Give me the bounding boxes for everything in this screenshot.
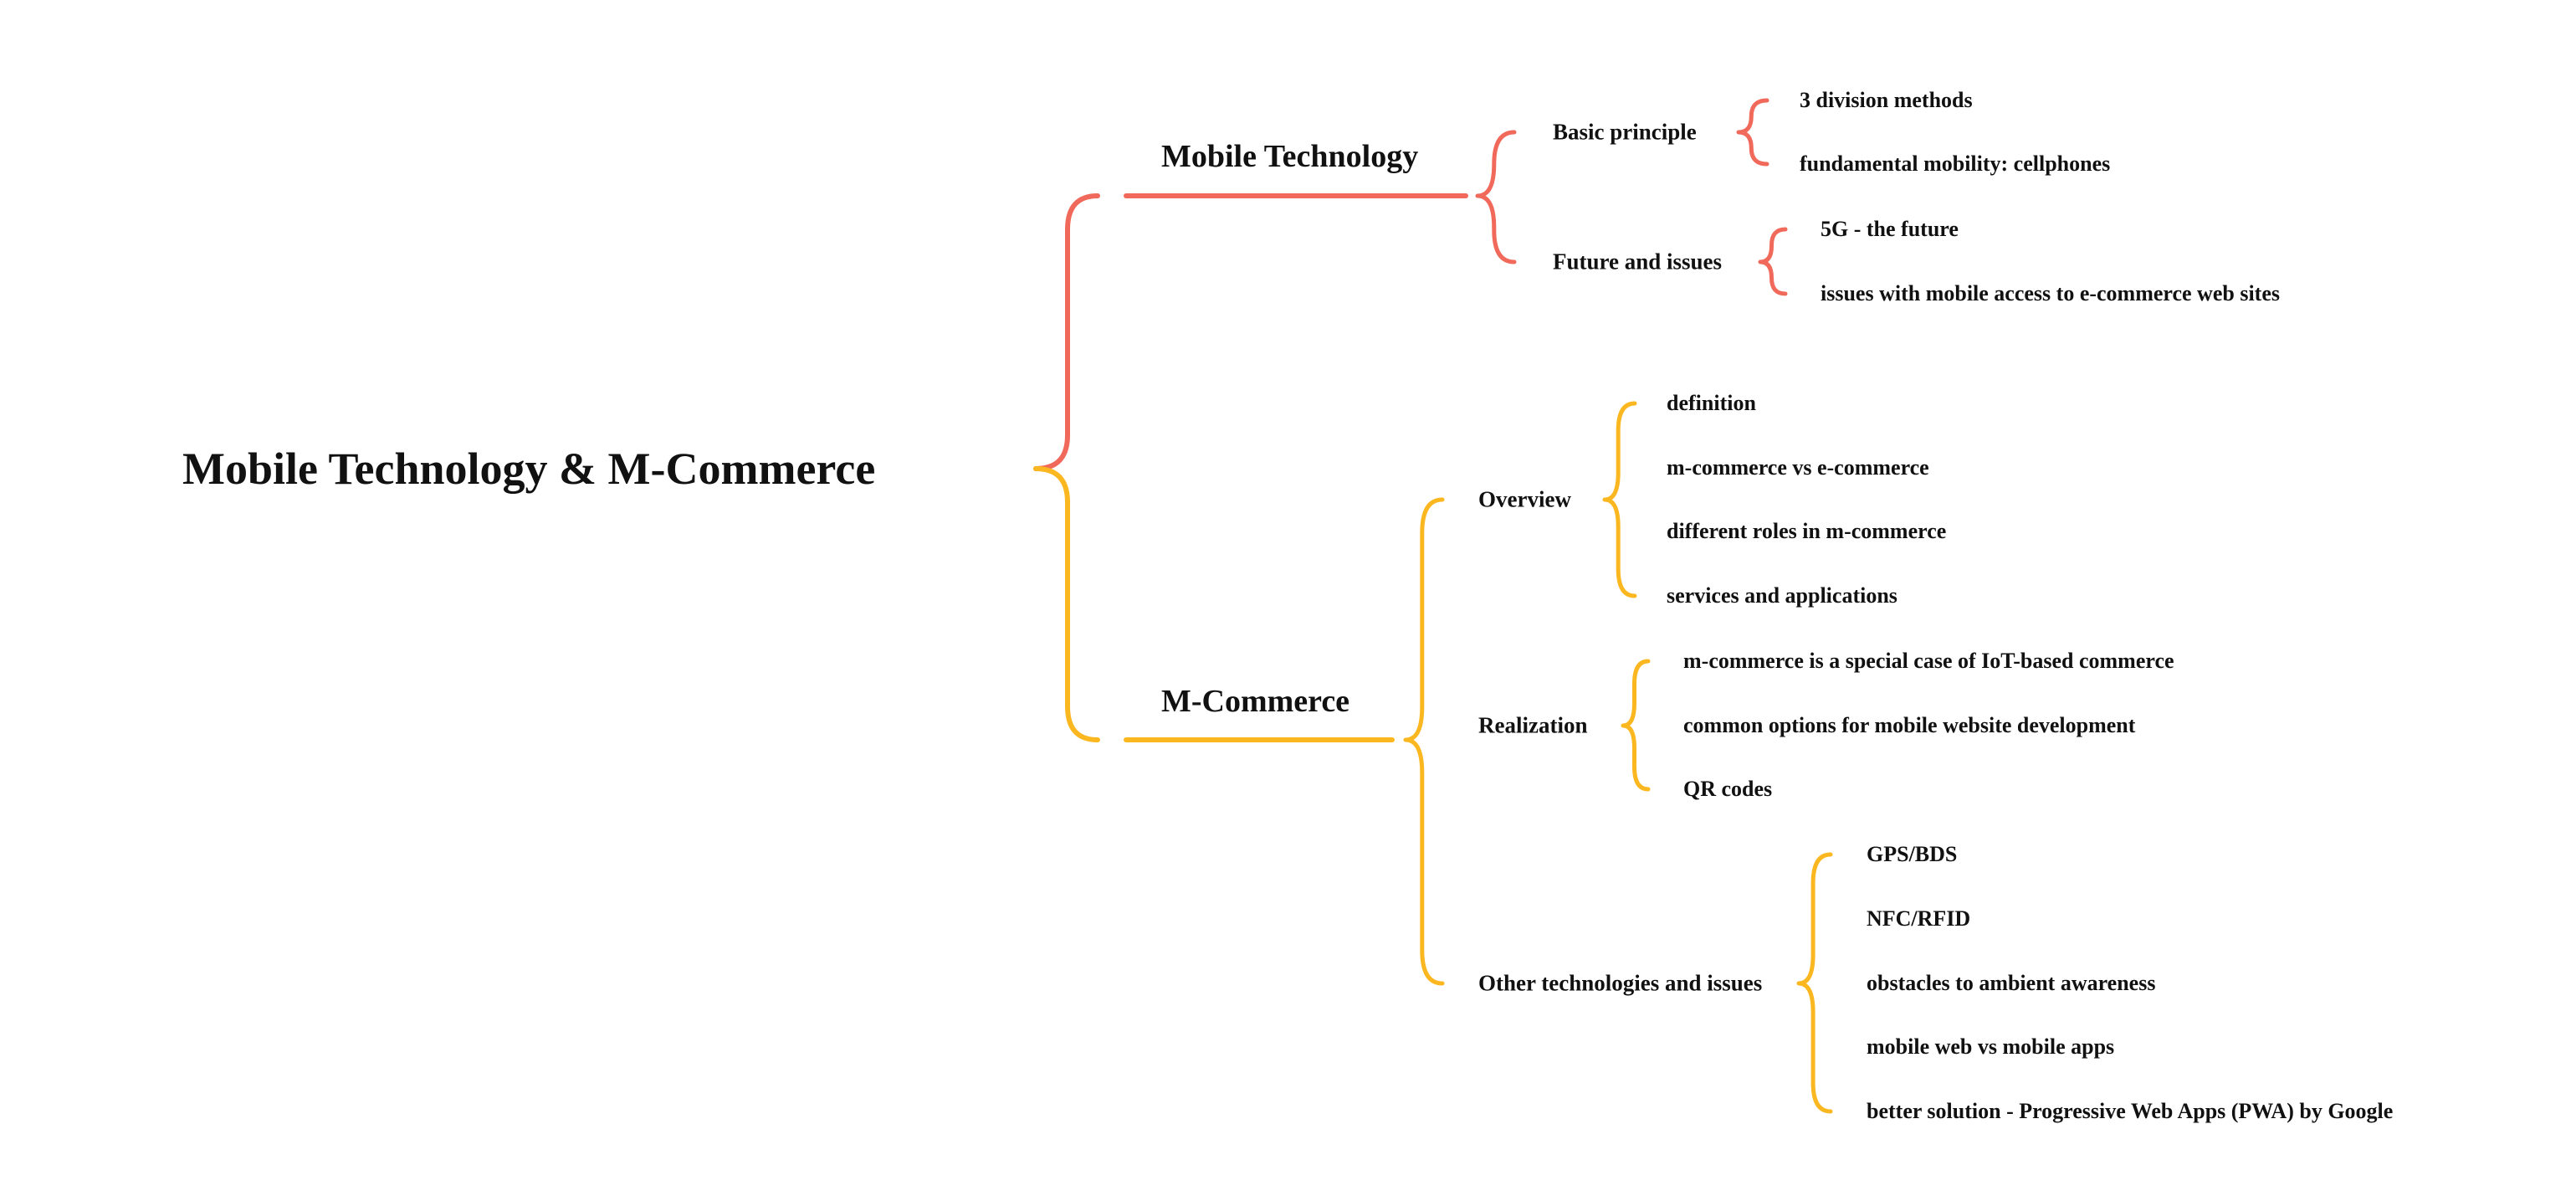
root-brace-lower	[1033, 466, 1100, 742]
leaf-definition[interactable]: definition	[1667, 391, 1756, 415]
leaf-mobile-website-development[interactable]: common options for mobile website develo…	[1683, 713, 2136, 737]
leaf-qr-codes[interactable]: QR codes	[1683, 777, 1773, 801]
branch-mobile-technology[interactable]: Mobile Technology	[1161, 139, 1419, 174]
brace-basic-principle	[1736, 98, 1769, 167]
leaf-different-roles[interactable]: different roles in m-commerce	[1667, 519, 1947, 543]
leaf-services-and-applications[interactable]: services and applications	[1667, 583, 1897, 608]
leaf-5g-the-future[interactable]: 5G - the future	[1821, 217, 1959, 241]
leaf-3-division-methods[interactable]: 3 division methods	[1800, 88, 1973, 112]
brace-mobile-technology	[1475, 130, 1517, 264]
leaf-iot-based-commerce[interactable]: m-commerce is a special case of IoT-base…	[1683, 649, 2174, 673]
subtopic-other-technologies[interactable]: Other technologies and issues	[1478, 970, 1763, 996]
leaf-pwa-solution[interactable]: better solution - Progressive Web Apps (…	[1867, 1099, 2394, 1123]
leaf-mobile-access-issues[interactable]: issues with mobile access to e-commerce …	[1821, 281, 2280, 305]
branch-m-commerce[interactable]: M-Commerce	[1161, 684, 1350, 719]
root-brace-upper	[1033, 193, 1100, 471]
subtopic-basic-principle[interactable]: Basic principle	[1553, 119, 1697, 145]
leaf-fundamental-mobility[interactable]: fundamental mobility: cellphones	[1800, 151, 2111, 176]
subtopic-realization[interactable]: Realization	[1478, 712, 1588, 738]
leaf-mobile-web-vs-apps[interactable]: mobile web vs mobile apps	[1867, 1034, 2115, 1059]
brace-other-technologies	[1796, 852, 1833, 1114]
leaf-gps-bds[interactable]: GPS/BDS	[1867, 842, 1958, 866]
brace-future-and-issues	[1758, 227, 1788, 296]
subtopic-overview[interactable]: Overview	[1478, 486, 1571, 512]
leaf-m-commerce-vs-e-commerce[interactable]: m-commerce vs e-commerce	[1667, 455, 1929, 480]
subtopic-future-and-issues[interactable]: Future and issues	[1553, 249, 1723, 275]
brace-overview	[1602, 401, 1637, 598]
brace-m-commerce	[1403, 497, 1445, 986]
leaf-ambient-awareness[interactable]: obstacles to ambient awareness	[1867, 971, 2156, 995]
leaf-nfc-rfid[interactable]: NFC/RFID	[1867, 906, 1971, 931]
brace-realization	[1621, 659, 1651, 792]
root-topic[interactable]: Mobile Technology & M-Commerce	[182, 444, 876, 494]
